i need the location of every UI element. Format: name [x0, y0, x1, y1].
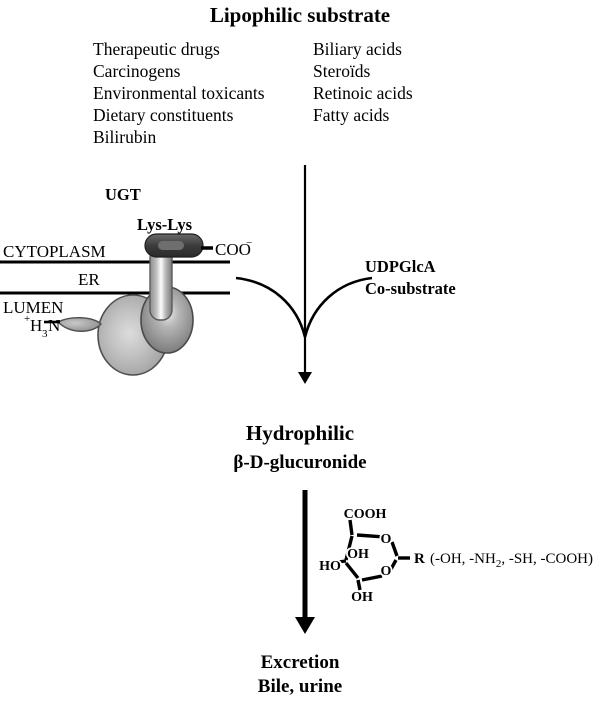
glucuronide-atom-labels: COOH O OH HO O OH R [317, 505, 426, 607]
substrate-list-right: Biliary acids Steroïds Retinoic acids Fa… [313, 39, 413, 125]
cosubstrate-line-1: UDPGlcA [365, 257, 436, 276]
list-item: Environmental toxicants [93, 83, 265, 103]
r-group-list-subscript: 2 [496, 558, 502, 570]
excretion-line-2: Bile, urine [258, 676, 342, 697]
list-item: Bilirubin [93, 127, 156, 147]
lumen-label: LUMEN [3, 298, 63, 317]
c-terminus-charge: − [246, 237, 252, 249]
r-group-list-start: (-OH, -NH [430, 551, 496, 567]
list-item: Carcinogens [93, 61, 181, 81]
reaction-arrow-upper [235, 165, 373, 384]
oh-bottom-label: OH [351, 590, 373, 605]
r-group-label: R [414, 551, 425, 567]
list-item: Steroïds [313, 61, 371, 81]
r-group-list: (-OH, -NH2, -SH, -COOH) [430, 551, 593, 570]
n-terminus-label: + H 3 N [24, 313, 60, 340]
cosubstrate-curve-right [303, 276, 373, 338]
glucuronide-structure: COOH O OH HO O OH R (-OH, -NH2, -SH, -CO… [317, 505, 593, 607]
excretion-line-1: Excretion [261, 652, 340, 673]
product-line-2: β-D-glucuronide [233, 452, 366, 473]
oh-left-label: OH [347, 547, 369, 562]
list-item: Biliary acids [313, 39, 402, 59]
c-terminus-label: COO − [215, 237, 252, 259]
er-label: ER [78, 270, 100, 289]
list-item: Fatty acids [313, 105, 389, 125]
product-line-1: Hydrophilic [246, 421, 354, 445]
cosubstrate-line-2: Co-substrate [365, 279, 456, 298]
protein-n-terminal-lobe [56, 317, 102, 332]
cosubstrate-label: UDPGlcA Co-substrate [365, 257, 456, 298]
lys-lys-capsule-highlight [158, 241, 184, 250]
page-title: Lipophilic substrate [210, 3, 390, 27]
pyranose-ring-bonds [344, 533, 399, 582]
protein-transmembrane-helix [149, 247, 173, 321]
cosubstrate-curve-left [235, 276, 307, 338]
ring-oxygen-label: O [381, 532, 392, 547]
r-group-list-rest: , -SH, -COOH) [501, 551, 593, 567]
c-terminus-text: COO [215, 240, 251, 259]
n-terminus-subscript: 3 [42, 328, 48, 340]
list-item: Therapeutic drugs [93, 39, 220, 59]
substrate-list-left: Therapeutic drugs Carcinogens Environmen… [93, 39, 265, 147]
ho-label: HO [319, 559, 341, 574]
product-line-2-rest: -D-glucuronide [243, 452, 366, 473]
glucuronide-substituent-bonds [337, 519, 410, 591]
cytoplasm-label: CYTOPLASM [3, 242, 106, 261]
cooh-label: COOH [344, 507, 387, 522]
n-terminus-charge: + [24, 313, 30, 325]
lys-lys-label: Lys-Lys [137, 215, 193, 234]
list-item: Retinoic acids [313, 83, 413, 103]
ugt-enzyme-label: UGT [105, 185, 141, 204]
n-terminus-text: H [30, 316, 42, 335]
er-membrane-lines [0, 260, 230, 295]
n-terminus-end: N [48, 316, 60, 335]
excretion-label: Excretion Bile, urine [258, 652, 342, 697]
product-label: Hydrophilic β-D-glucuronide [233, 421, 366, 473]
o-lower-right-label: O [381, 564, 392, 579]
list-item: Dietary constituents [93, 105, 234, 125]
ugt-protein-graphic [44, 233, 213, 376]
beta-symbol: β [233, 452, 243, 473]
